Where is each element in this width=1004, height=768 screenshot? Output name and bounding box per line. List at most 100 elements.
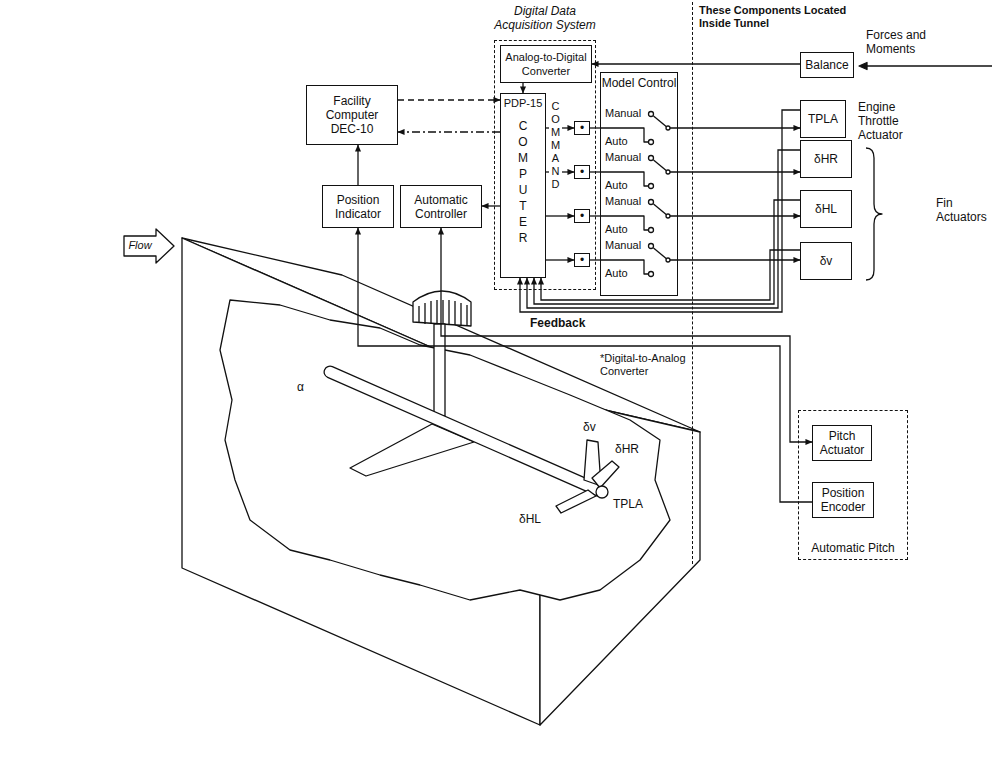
connector: [534, 200, 800, 304]
connector: [482, 205, 500, 206]
flow-label-anchor: Flow: [126, 239, 154, 252]
switch-blade: [654, 116, 669, 128]
actuator-box: TPLA: [800, 100, 846, 138]
switch-contact: [649, 156, 654, 161]
tunnel-region: These Components Located Inside TunnelBa…: [692, 2, 1002, 564]
dac-marker: •: [580, 211, 584, 221]
switch-position-label: Auto: [605, 179, 677, 192]
switch-position-label: Manual: [605, 107, 677, 120]
actuator-note: Engine Throttle Actuator: [858, 100, 936, 142]
vertical-caption-anchor: COMMAND: [549, 100, 562, 191]
switch-position-label: Manual: [605, 195, 677, 208]
connector: [590, 215, 600, 216]
dac-box: •: [574, 253, 590, 267]
fin-brace: [866, 148, 882, 280]
switch-contact: [649, 228, 654, 233]
angle-label-anchor: α: [296, 380, 305, 394]
region-heading: These Components Located Inside Tunnel: [693, 2, 855, 32]
computer-vertical-label: COMPUTER: [517, 118, 529, 246]
box-label: Automatic Controller: [404, 193, 478, 221]
footnote: *Digital-to-Analog Converter: [600, 352, 692, 378]
box-label: Balance: [805, 58, 848, 72]
switch-pivot: [666, 170, 670, 174]
computer-box: PDP-15COMPUTER: [500, 93, 546, 278]
connector: [590, 171, 600, 172]
box-label: Position Encoder: [816, 486, 870, 514]
model-fuselage-fill: [330, 372, 598, 490]
converter-box: Analog-to-Digital Converter: [500, 45, 592, 83]
actuator-box: δHR: [800, 140, 852, 178]
model-fuselage: [330, 372, 598, 490]
control-label-anchor: δHR: [614, 442, 640, 456]
connector: [590, 259, 600, 260]
connector: [522, 83, 523, 93]
control-label: δHL: [518, 512, 542, 526]
control-label: δHR: [614, 442, 640, 456]
engine-nozzle: [596, 486, 608, 498]
box-label: Position Indicator: [326, 193, 390, 221]
dac-box: •: [574, 121, 590, 135]
connector: [357, 145, 358, 185]
connector: [441, 228, 812, 442]
left-horizontal-fin: [556, 490, 596, 513]
actuator-box: δHL: [800, 190, 852, 228]
connector: [398, 131, 500, 132]
computer-label: PDP-15: [504, 97, 543, 110]
flow-arrow: [124, 229, 174, 263]
switch-blade: [654, 160, 669, 172]
box-label: Pitch Actuator: [816, 429, 868, 457]
cutaway-opening: [220, 300, 670, 600]
acquisition-system-group: Digital Data Acquisition SystemAnalog-to…: [494, 4, 596, 290]
dac-box: •: [574, 165, 590, 179]
footnote-anchor: *Digital-to-Analog Converter: [600, 352, 692, 378]
connector: [546, 215, 574, 216]
control-label: δv: [582, 420, 597, 434]
connector: [527, 150, 800, 308]
box-label: Facility Computer DEC-10: [310, 94, 394, 136]
switch-blade: [654, 248, 669, 260]
load-arrow-shaft: [866, 65, 992, 66]
connector: [520, 110, 800, 312]
dac-marker: •: [580, 167, 584, 177]
connector: [541, 250, 800, 300]
automatic-controller-box: Automatic Controller: [400, 185, 482, 228]
box-label: δHL: [815, 202, 837, 216]
connector: [546, 259, 574, 260]
control-label-anchor: TPLA: [612, 497, 644, 511]
panel-title: Model Control: [601, 76, 677, 104]
switch-pivot: [666, 258, 670, 262]
right-horizontal-fin: [592, 461, 619, 488]
automatic-pitch-group: Automatic Pitch Pitch ActuatorPosition En…: [798, 410, 908, 560]
switch-blade: [654, 204, 669, 216]
position-indicator-box: Position Indicator: [322, 185, 394, 228]
load-arrow-head: [859, 63, 867, 70]
position-encoder-box: Position Encoder: [812, 482, 874, 518]
group-note-anchor: Fin Actuators: [936, 196, 998, 224]
switch-contact: [649, 140, 654, 145]
balance-box: Balance: [800, 52, 854, 78]
load-note: Forces and Moments: [866, 28, 966, 56]
switch-pivot: [666, 126, 670, 130]
pitch-actuator-box: Pitch Actuator: [812, 425, 872, 461]
connector: [590, 127, 600, 128]
connector: [398, 99, 500, 100]
switch-pivot: [666, 214, 670, 218]
switch-contact: [649, 244, 654, 249]
group-heading: Digital Data Acquisition System: [486, 4, 604, 32]
model-control-box: Model ControlManualAutoManualAutoManualA…: [600, 72, 678, 296]
switch-contact: [649, 184, 654, 189]
actuator-note-anchor: Engine Throttle Actuator: [858, 100, 936, 142]
box-label: TPLA: [808, 112, 838, 126]
control-label: TPLA: [612, 497, 644, 511]
switch-position-label: Auto: [605, 223, 677, 236]
switch-position-label: Auto: [605, 267, 677, 280]
dac-box: •: [574, 209, 590, 223]
group-caption: Automatic Pitch: [811, 541, 894, 555]
housing-stripes: [419, 300, 467, 326]
support-strut: [434, 324, 445, 416]
switch-contact: [649, 112, 654, 117]
vertical-caption: COMMAND: [549, 100, 562, 191]
actuator-box: δv: [800, 242, 852, 280]
switch-position-label: Manual: [605, 239, 677, 252]
